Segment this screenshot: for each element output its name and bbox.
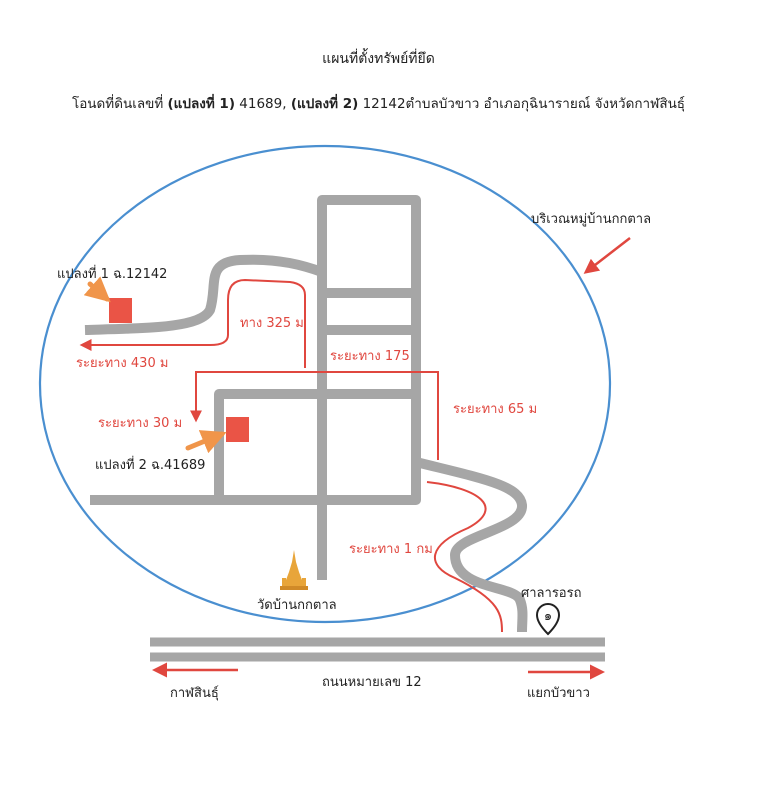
route-to-parcel-1 bbox=[79, 278, 306, 368]
distance-1km-label: ระยะทาง 1 กม bbox=[349, 542, 433, 557]
highway-label: ถนนหมายเลข 12 bbox=[322, 675, 422, 690]
direction-left-label: กาฬสินธุ์ bbox=[170, 685, 219, 701]
bus-shelter-marker-digit: ๑ bbox=[544, 609, 552, 624]
area-label: บริเวณหมู่บ้านกกตาล bbox=[531, 212, 651, 227]
road-block-north bbox=[317, 195, 421, 298]
local-roads bbox=[84, 195, 605, 662]
distance-325-label: ทาง 325 ม bbox=[240, 316, 304, 331]
temple-label: วัดบ้านกกตาล bbox=[257, 598, 337, 613]
route-lines bbox=[79, 237, 631, 680]
area-pointer-arrow bbox=[583, 237, 631, 274]
parcel-1-pointer-arrow bbox=[83, 276, 111, 303]
distance-430-label: ระยะทาง 430 ม bbox=[76, 356, 168, 371]
road-southeast-winding bbox=[414, 457, 528, 633]
route-from-highway bbox=[426, 481, 503, 633]
bus-shelter-label: ศาลารอรถ bbox=[521, 586, 581, 601]
map-title: แผนที่ตั้งทรัพย์ที่ยึด bbox=[322, 51, 435, 67]
distance-30-label: ระยะทาง 30 ม bbox=[98, 416, 182, 431]
route-to-parcel-2 bbox=[190, 371, 439, 460]
subtitle-location: 12142ตำบลบัวขาว อำเภอกุฉินารายณ์ จังหวัด… bbox=[362, 96, 686, 112]
parcel-2-pointer-arrow bbox=[185, 430, 227, 454]
temple-icon bbox=[280, 550, 308, 590]
parcel-2-marker bbox=[226, 417, 249, 442]
parcel-2-label: แปลงที่ 2 ฉ.41689 bbox=[95, 456, 205, 473]
parcel-1-label: แปลงที่ 1 ฉ.12142 bbox=[57, 265, 167, 282]
parcel-pointers bbox=[83, 276, 227, 454]
distance-175-label: ระยะทาง 175 bbox=[330, 349, 410, 364]
direction-right-label: แยกบัวขาว bbox=[527, 686, 590, 701]
distance-65-label: ระยะทาง 65 ม bbox=[453, 402, 537, 417]
parcel2-heading: (แปลงที่ 2) bbox=[290, 96, 359, 112]
subtitle-prefix: โอนดที่ดินเลขที่ bbox=[71, 96, 164, 112]
parcel1-deed-number: 41689, bbox=[239, 96, 287, 112]
parcel-1-marker bbox=[109, 298, 132, 323]
road-northwest-curve bbox=[84, 254, 324, 335]
bus-shelter-icon: ๑ bbox=[535, 603, 561, 636]
map-subtitle: โอนดที่ดินเลขที่ (แปลงที่ 1) 41689, (แปล… bbox=[0, 92, 757, 114]
village-boundary bbox=[38, 144, 612, 624]
parcel1-heading: (แปลงที่ 1) bbox=[167, 96, 235, 112]
